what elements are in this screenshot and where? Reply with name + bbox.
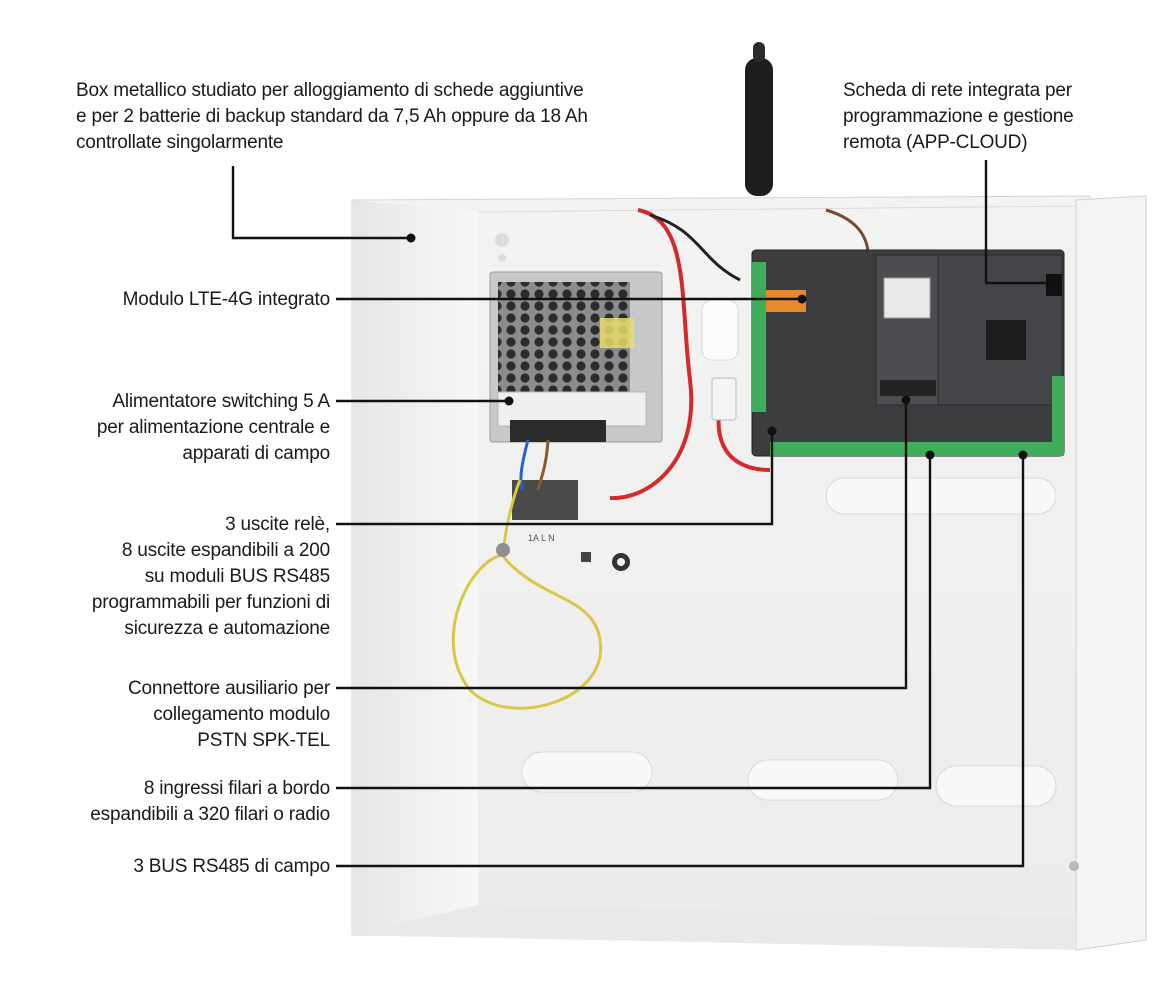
leader-aux-dot <box>901 395 911 405</box>
callout-network-line-3: remota (APP-CLOUD) <box>843 132 1028 153</box>
cabinet-screw <box>1069 861 1079 871</box>
callout-box-line-1: Box metallico studiato per alloggiamento… <box>76 80 584 101</box>
callout-psu: Alimentatore switching 5 A per alimentaz… <box>97 389 330 467</box>
main-control-board <box>751 249 1065 457</box>
callout-aux-line-1: Connettore ausiliario per <box>127 678 330 699</box>
leader-outputs-dot <box>767 426 777 436</box>
leader-psu-dot <box>504 396 514 406</box>
callout-bus-line-1: 3 BUS RS485 di campo <box>133 856 330 877</box>
callout-outputs-line-4: programmabili per funzioni di <box>91 592 330 613</box>
lte-antenna <box>745 42 773 196</box>
callout-psu-line-1: Alimentatore switching 5 A <box>112 391 330 412</box>
power-terminal-marking: 1A L N <box>528 533 555 543</box>
leader-inputs <box>336 455 932 790</box>
callout-box-line-3: controllate singolarmente <box>76 132 284 153</box>
callout-network-line-1: Scheda di rete integrata per <box>843 80 1072 101</box>
leader-aux <box>336 400 908 690</box>
leader-bus-dot <box>1018 450 1028 460</box>
leader-box-dot <box>406 233 416 243</box>
callout-outputs-line-5: sicurezza e automazione <box>124 618 330 639</box>
callout-box: Box metallico studiato per alloggiamento… <box>76 78 588 156</box>
mains-wiring <box>451 439 603 710</box>
callout-bus: 3 BUS RS485 di campo <box>133 854 330 880</box>
switching-power-supply <box>489 271 663 443</box>
callout-network-line-2: programmazione e gestione <box>843 106 1074 127</box>
callout-leader-lines <box>231 160 1061 868</box>
callout-outputs: 3 uscite relè, 8 uscite espandibili a 20… <box>92 512 330 642</box>
callout-inputs-line-1: 8 ingressi filari a bordo <box>143 778 330 799</box>
callout-aux: Connettore ausiliario per collegamento m… <box>128 676 330 754</box>
callout-inputs-line-2: espandibili a 320 filari o radio <box>90 804 330 825</box>
callout-aux-line-2: collegamento modulo <box>153 704 330 725</box>
callout-outputs-line-2: 8 uscite espandibili a 200 <box>121 540 330 561</box>
leader-box <box>231 166 411 240</box>
callout-inputs: 8 ingressi filari a bordo espandibili a … <box>90 776 330 828</box>
callout-psu-line-3: apparati di campo <box>182 443 330 464</box>
callout-outputs-line-3: su moduli BUS RS485 <box>144 566 330 587</box>
callout-psu-line-2: per alimentazione centrale e <box>96 417 330 438</box>
leader-network-dot <box>1051 278 1061 288</box>
callout-lte: Modulo LTE-4G integrato <box>122 287 331 313</box>
leader-inputs-dot <box>925 450 935 460</box>
leader-lte-dot <box>797 294 807 304</box>
leader-bus <box>336 455 1025 868</box>
callout-aux-line-3: PSTN SPK-TEL <box>197 730 330 751</box>
callout-network: Scheda di rete integrata per programmazi… <box>843 78 1074 156</box>
callout-box-line-2: e per 2 batterie di backup standard da 7… <box>76 106 588 127</box>
leader-network <box>984 160 1056 285</box>
callout-lte-line-1: Modulo LTE-4G integrato <box>122 289 331 310</box>
callout-outputs-line-1: 3 uscite relè, <box>225 514 330 535</box>
leader-outputs <box>336 431 774 526</box>
